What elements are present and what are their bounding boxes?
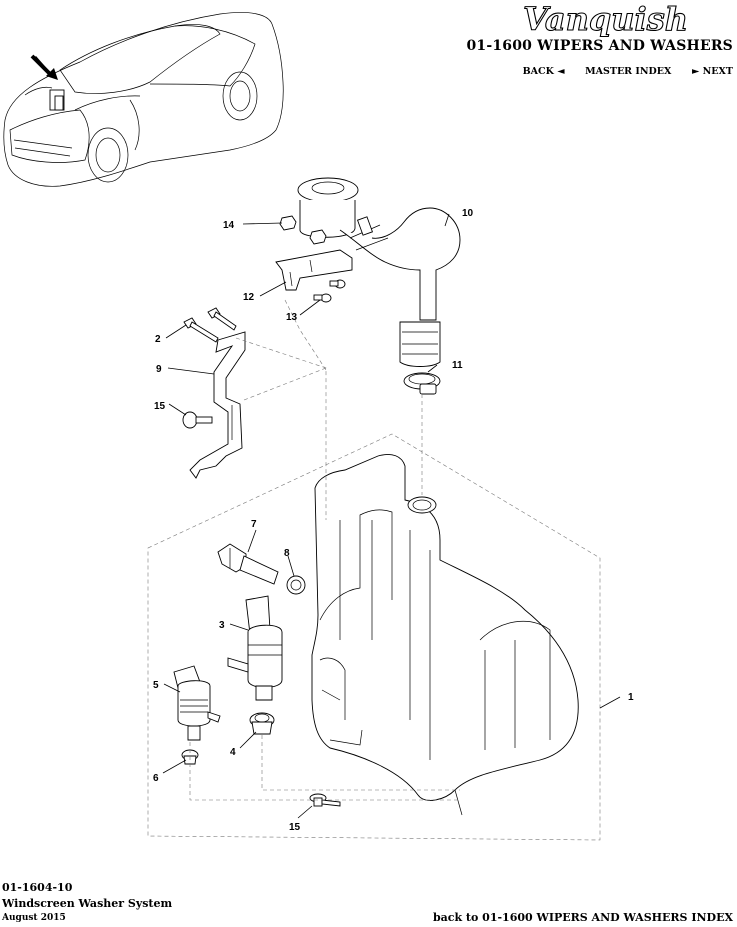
car-overview-illustration — [3, 12, 284, 187]
triangle-left-icon: ◄ — [557, 66, 565, 77]
callout-6: 6 — [153, 773, 159, 784]
callout-14: 14 — [223, 220, 235, 231]
triangle-right-icon: ► — [692, 66, 700, 77]
callout-1: 1 — [628, 692, 634, 703]
back-to-index-link[interactable]: back to 01-1600 WIPERS AND WASHERS INDEX — [432, 911, 733, 924]
bolt-fixings — [183, 307, 237, 343]
grommet-sensor — [286, 575, 306, 595]
callout-7: 7 — [251, 519, 257, 530]
callout-10: 10 — [462, 208, 474, 219]
callout-5: 5 — [153, 680, 159, 691]
callout-2: 2 — [155, 334, 161, 345]
callout-11: 11 — [452, 360, 463, 371]
callout-13: 13 — [286, 312, 298, 323]
back-label: BACK — [522, 66, 554, 77]
screw-fixings — [313, 279, 346, 303]
callout-9: 9 — [156, 364, 162, 375]
hose-clip — [403, 372, 441, 395]
washer-pump-front — [227, 595, 283, 701]
callout-3: 3 — [219, 620, 225, 631]
grommet-pump — [249, 712, 275, 735]
master-index-link[interactable]: MASTER INDEX — [585, 66, 672, 77]
filler-neck-assembly — [297, 177, 461, 367]
back-link[interactable]: BACK ◄ — [523, 66, 565, 77]
callout-labels: 14 10 12 13 2 9 15 11 7 8 3 5 4 6 1 15 — [153, 208, 634, 833]
leader-lines — [162, 213, 621, 819]
section-title: 01-1600 WIPERS AND WASHERS — [466, 38, 733, 54]
washer-reservoir — [147, 433, 601, 841]
callout-8: 8 — [284, 548, 290, 559]
brand-name: Vanquish — [523, 2, 688, 38]
callout-12: 12 — [243, 292, 255, 303]
procedure-code: 01-1604-10 — [2, 881, 73, 894]
callout-15-lower: 15 — [289, 822, 301, 833]
callout-4: 4 — [230, 747, 236, 758]
level-sensor — [217, 543, 279, 585]
assembly-guide-lines — [189, 299, 460, 801]
procedure-title: Windscreen Washer System — [2, 897, 173, 910]
publication-date: August 2015 — [2, 913, 66, 923]
next-label: NEXT — [702, 66, 733, 77]
navigation-bar: BACK ◄ MASTER INDEX ► NEXT — [523, 66, 733, 77]
exploded-parts-diagram: 14 10 12 13 2 9 15 11 7 8 3 5 4 6 1 15 — [3, 12, 634, 841]
nut-fixings — [279, 215, 327, 245]
washer-pump-headlamp — [173, 665, 221, 741]
callout-15-upper: 15 — [154, 401, 166, 412]
vanquish-logo: Vanquish — [519, 0, 729, 42]
push-clip-upper — [182, 411, 213, 429]
mounting-bracket-upper — [275, 249, 353, 291]
next-link[interactable]: ► NEXT — [692, 66, 733, 77]
pump-bracket — [189, 331, 246, 479]
